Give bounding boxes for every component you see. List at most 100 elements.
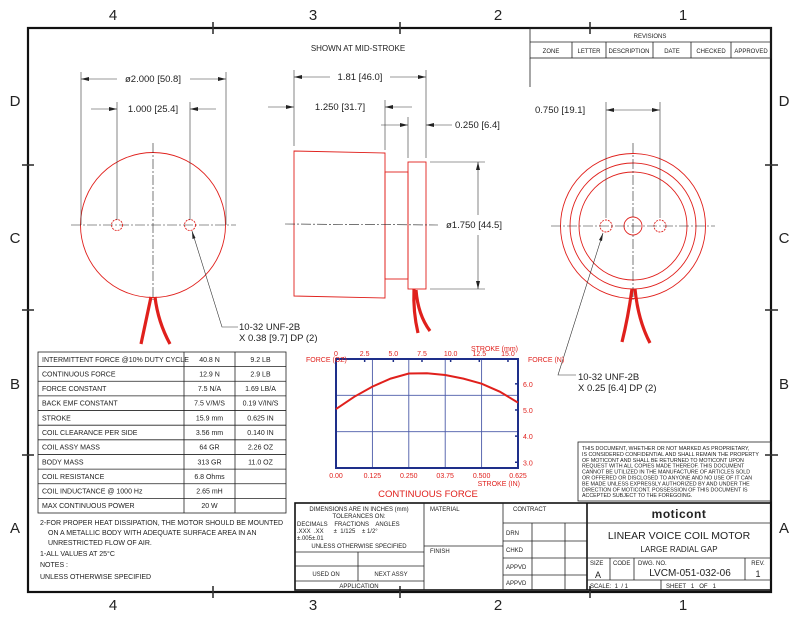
spec-metric-value: 6.8 Ohms xyxy=(194,474,225,481)
x2-axis-label: STROKE (mm) xyxy=(471,346,518,353)
rev-value: 1 xyxy=(755,569,760,579)
proprietary-line: THIS DOCUMENT, WHETHER OR NOT MARKED AS … xyxy=(582,446,749,452)
zone-row-a-right: A xyxy=(779,520,789,537)
note-2-line-3: UNRESTRICTED FLOW OF AIR. xyxy=(48,540,152,547)
appvd-label: APPVD xyxy=(506,565,527,571)
dim-body-length: 1.250 [31.7] xyxy=(315,102,365,113)
lead-wire xyxy=(412,288,420,334)
sheet-value: SHEET 1 OF 1 xyxy=(666,584,717,590)
neck-section xyxy=(384,171,409,280)
appvd-label-2: APPVD xyxy=(506,581,527,587)
zone-markers xyxy=(22,22,778,598)
proprietary-line: OF MOTICONT AND SHALL BE RETURNED TO MOT… xyxy=(582,458,744,464)
proprietary-line: IS CONSIDERED CONFIDENTIAL AND SHALL REM… xyxy=(582,452,759,458)
dwg-no-label: DWG. NO. xyxy=(638,561,667,567)
x-axis-label: STROKE (IN) xyxy=(478,481,520,488)
spec-metric-value: 40.8 N xyxy=(199,357,220,364)
next-assy-label: NEXT ASSY xyxy=(374,572,407,578)
dim-body-diameter: ø2.000 [50.8] xyxy=(125,74,181,85)
code-label: CODE xyxy=(613,561,630,567)
revisions-title: REVISIONS xyxy=(634,34,667,40)
proprietary-notice: THIS DOCUMENT, WHETHER OR NOT MARKED AS … xyxy=(577,441,772,502)
lead-wire xyxy=(620,288,634,343)
zone-col-4-bottom: 4 xyxy=(109,597,117,614)
note-2-line-2: ON A METALLIC BODY WITH ADEQUATE SURFACE… xyxy=(48,530,257,537)
rev-header-zone: ZONE xyxy=(543,49,560,55)
contract-label: CONTRACT xyxy=(513,507,547,513)
x2-tick-label: 0 xyxy=(334,351,338,358)
spec-metric-value: 64 GR xyxy=(199,445,219,452)
coil-flange xyxy=(407,161,427,290)
proprietary-line: CANNOT BE UTILIZED IN THE MANUFACTURE OF… xyxy=(582,470,750,476)
notes-label: NOTES : xyxy=(40,562,68,569)
lead-wire xyxy=(153,296,172,345)
zone-col-3: 3 xyxy=(309,7,317,24)
y2-tick-label: 3.0 xyxy=(523,460,533,467)
zone-row-c: C xyxy=(10,230,21,247)
spec-name: COIL CLEARANCE PER SIDE xyxy=(42,430,138,437)
spec-name: MAX CONTINUOUS POWER xyxy=(42,503,135,510)
tolerance-line-5: ±.005±.01 xyxy=(297,536,324,542)
zone-col-3-bottom: 3 xyxy=(309,597,317,614)
zone-labels: 4 3 2 1 4 3 2 1 D C B A D C B A xyxy=(10,7,790,614)
y-axis-label: FORCE (OZ) xyxy=(306,357,347,364)
spec-name: FORCE CONSTANT xyxy=(42,386,107,393)
side-view: 1.81 [46.0] 1.250 [31.7] 0.250 [6.4] ø1.… xyxy=(268,70,502,334)
spec-name: COIL RESISTANCE xyxy=(42,474,105,481)
spec-imperial-value: 0.140 IN xyxy=(247,430,273,437)
zone-row-d-right: D xyxy=(779,93,790,110)
zone-col-1-bottom: 1 xyxy=(679,597,687,614)
tolerance-line-1: DIMENSIONS ARE IN INCHES (mm) xyxy=(309,507,408,513)
callout-front-thread: 10-32 UNF-2B xyxy=(239,322,300,333)
chart-title: CONTINUOUS FORCE xyxy=(378,489,478,500)
spec-metric-value: 20 W xyxy=(201,503,218,510)
x2-tick-label: 12.5 xyxy=(472,351,486,358)
note-2-line-1: 2-FOR PROPER HEAT DISSIPATION, THE MOTOR… xyxy=(40,520,283,527)
dim-hole-spacing-rear: 0.750 [19.1] xyxy=(535,105,585,116)
zone-col-2: 2 xyxy=(494,7,502,24)
zone-row-d: D xyxy=(10,93,21,110)
spec-imperial-value: 11.0 OZ xyxy=(248,459,273,466)
plot-frame xyxy=(335,358,519,469)
company-logo: moticont xyxy=(652,507,707,521)
notes: 2-FOR PROPER HEAT DISSIPATION, THE MOTOR… xyxy=(40,520,283,581)
rev-header-checked: CHECKED xyxy=(696,49,726,55)
zone-col-2-bottom: 2 xyxy=(494,597,502,614)
drawing-subtitle: LARGE RADIAL GAP xyxy=(640,545,717,554)
x2-tick-label: 15.0 xyxy=(501,351,515,358)
spec-metric-value: 12.9 N xyxy=(199,371,220,378)
spec-imperial-value: 2.9 LB xyxy=(250,371,271,378)
lead-wire xyxy=(414,289,432,332)
y2-axis-label: FORCE (N) xyxy=(528,357,564,364)
spec-metric-value: 15.9 mm xyxy=(196,415,223,422)
note-1: 1-ALL VALUES AT 25°C xyxy=(40,550,115,558)
zone-col-1: 1 xyxy=(679,7,687,24)
spec-imperial-value: 0.19 V/IN/S xyxy=(243,401,279,408)
drn-label: DRN xyxy=(506,531,519,537)
spec-metric-value: 7.5 N/A xyxy=(198,386,222,393)
finish-label: FINISH xyxy=(430,549,450,555)
rev-label: REV. xyxy=(751,561,765,567)
spec-name: INTERMITTENT FORCE @10% DUTY CYCLE xyxy=(42,357,189,364)
spec-name: STROKE xyxy=(42,415,71,422)
x-tick-label: 0.625 xyxy=(509,473,527,480)
dim-flange-width: 0.250 [6.4] xyxy=(455,120,500,131)
zone-row-a: A xyxy=(10,520,20,537)
callout-rear-depth: X 0.25 [6.4] DP (2) xyxy=(578,383,657,394)
rear-view: 0.750 [19.1] 10-32 UNF-2B X 0.25 [6.4] D… xyxy=(535,102,715,394)
spec-imperial-value: 1.69 LB/A xyxy=(245,386,276,393)
front-view: ø2.000 [50.8] 1.000 [25.4] 10-32 UNF-2B … xyxy=(71,72,318,345)
chkd-label: CHKD xyxy=(506,548,524,554)
spec-name: COIL ASSY MASS xyxy=(42,445,100,452)
tolerance-line-6: UNLESS OTHERWISE SPECIFIED xyxy=(311,544,407,550)
zone-row-b: B xyxy=(10,376,20,393)
x2-tick-label: 10.0 xyxy=(444,351,458,358)
x-tick-label: 0.00 xyxy=(329,473,343,480)
spec-metric-value: 313 GR xyxy=(197,459,221,466)
rev-header-description: DESCRIPTION xyxy=(608,49,649,55)
y2-tick-label: 5.0 xyxy=(523,408,533,415)
size-label: SIZE xyxy=(590,561,603,567)
x2-tick-label: 2.5 xyxy=(360,351,370,358)
